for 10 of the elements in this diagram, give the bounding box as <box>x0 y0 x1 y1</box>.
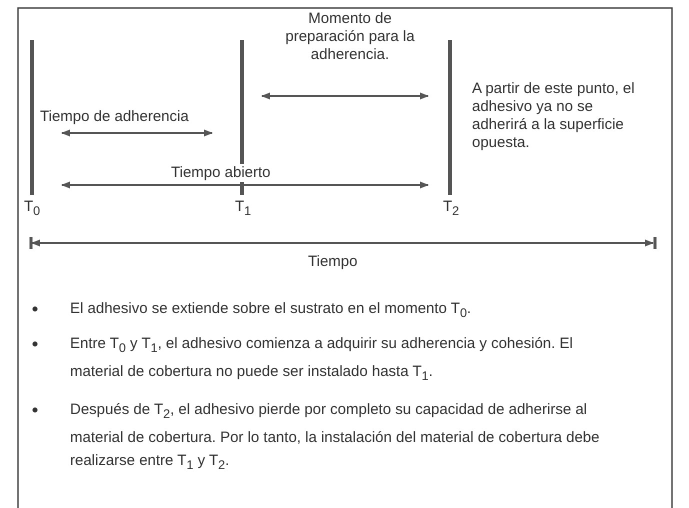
time-point-label: T$_{1}$ <box>235 198 252 220</box>
interval-label: Tiempo de adherencia <box>40 108 190 126</box>
list-item-text: Después de T$_{2}$, el adhesivo pierde por completo su capacidad de adherirse al material de cobertura. Por lo tanto, la instalación del material de cobertura debe realizarse entre T$_{1}$ y T$_{2}$. <box>70 400 600 474</box>
annotation-text: Momento de preparación para la adherencia. <box>284 10 416 64</box>
list-item-text: Entre T$_{0}$ y T$_{1}$, el adhesivo comienza a adquirir su adherencia y cohesión. El material de cobertura no puede ser instalado hasta T$_{1}$. <box>70 334 574 385</box>
time-point-label: T$_{0}$ <box>24 198 40 220</box>
list-item-text: El adhesivo se extiende sobre el sustrato en el momento T$_{0}$. <box>70 299 472 322</box>
time-point-label: T$_{2}$ <box>443 198 460 220</box>
annotation-text: A partir de este punto, el adhesivo ya no se adherirá a la superficie opuesta. <box>472 80 636 152</box>
axis-label: Tiempo <box>308 253 358 271</box>
